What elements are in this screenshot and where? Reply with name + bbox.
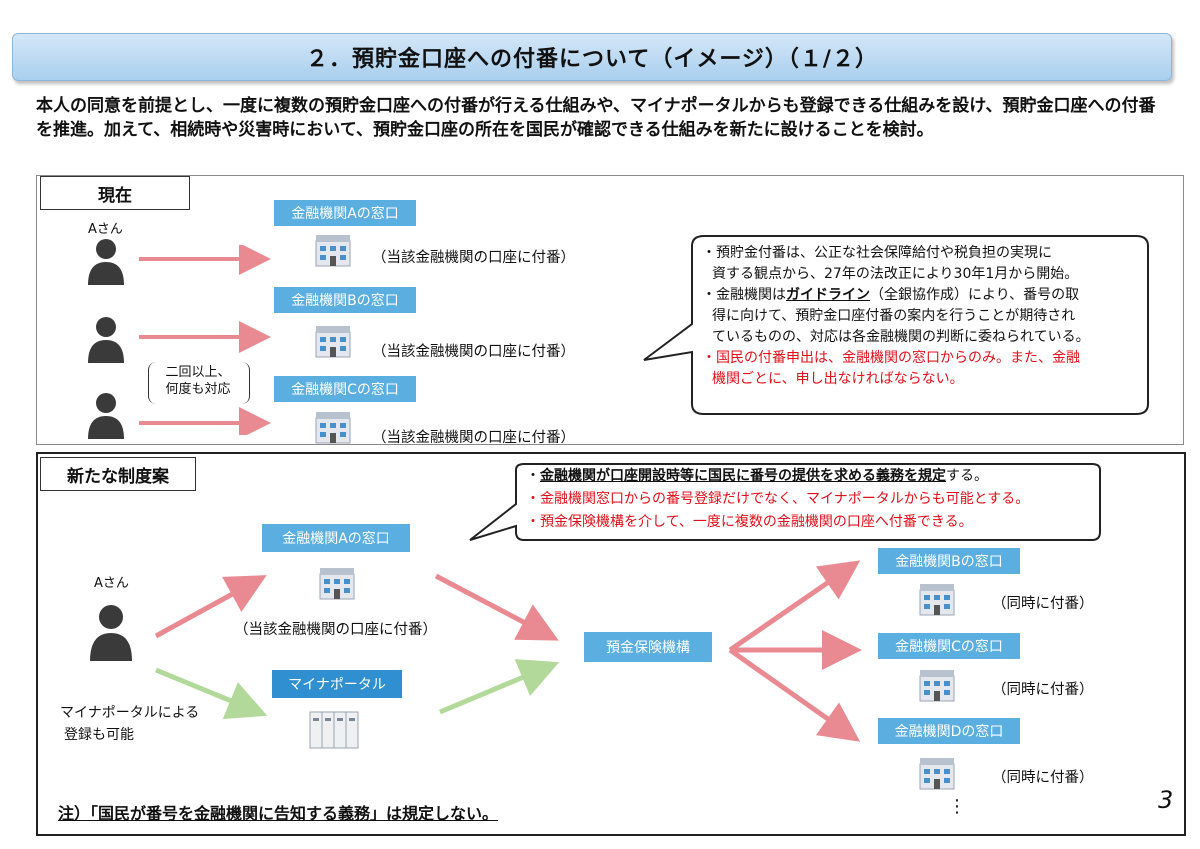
new-bank-a-label: 金融機関Aの窓口 [262, 524, 410, 552]
building-icon [315, 412, 351, 444]
current-arrows [139, 245, 271, 435]
bubble-line-alert: ・国民の付番申出は、金融機関の窓口からのみ。また、金融 [702, 350, 1080, 366]
portal-note-line1: マイナポータルによる [60, 705, 200, 721]
new-plan-arrows [154, 560, 862, 742]
person-a-label: Aさん [94, 576, 129, 591]
building-icon [315, 326, 351, 358]
building-icon [919, 584, 955, 616]
bubble-line: 資する観点から、27年の法改正により30年1月から開始。 [712, 266, 1079, 282]
bubble-text: ・ [526, 468, 540, 484]
arrow-dic-to-bank-b [728, 560, 861, 653]
new-plan-tab: 新たな制度案 [40, 457, 196, 491]
current-tab: 現在 [40, 176, 190, 210]
new-bank-a-note: （当該金融機関の口座に付番） [234, 622, 437, 638]
current-bank-c-label: 金融機関Cの窓口 [274, 376, 416, 402]
bubble-line-alert: 機関ごとに、申し出なければならない。 [712, 371, 964, 387]
bubble-line-alert: ・預金保険機構を介して、一度に複数の金融機関の口座へ付番できる。 [526, 514, 973, 530]
building-icon [315, 235, 351, 267]
page-title: ２．預貯金口座への付番について（イメージ）（１/２） [12, 33, 1172, 81]
dic-label: 預金保険機構 [584, 632, 712, 662]
repeat-note-bracket [148, 362, 250, 404]
building-icon [919, 758, 955, 790]
person-icon [88, 393, 124, 439]
bubble-line-alert: ・金融機関窓口からの番号登録だけでなく、マイナポータルからも可能とする。 [526, 491, 1030, 507]
current-panel [36, 175, 1184, 445]
new-bank-d-label: 金融機関Dの窓口 [878, 718, 1020, 744]
new-bank-c-note: （同時に付番） [992, 682, 1094, 698]
current-bank-a-note: （当該金融機関の口座に付番） [372, 250, 575, 266]
portal-label: マイナポータル [272, 670, 402, 698]
bubble-text: （全銀協作成）により、番号の取 [870, 287, 1080, 303]
bubble-text: ・金融機関は [702, 287, 786, 303]
new-bank-c-label: 金融機関Cの窓口 [878, 633, 1020, 659]
building-icon [919, 670, 955, 702]
current-bank-c-note: （当該金融機関の口座に付番） [372, 430, 575, 446]
building-icon [319, 568, 355, 600]
guideline-emphasis: ガイドライン [786, 287, 870, 303]
obligation-emphasis: 金融機関が口座開設時等に国民に番号の提供を求める義務を規定 [540, 468, 946, 484]
person-icon [88, 239, 124, 285]
new-plan-panel [36, 452, 1186, 836]
bubble-line: ・預貯金付番は、公正な社会保障給付や税負担の実現に [702, 245, 1052, 261]
final-note: 注）「国民が番号を金融機関に告知する義務」は規定しない。 [58, 804, 499, 823]
arrow-portal-to-dic [439, 659, 560, 715]
arrow-to-portal [155, 667, 268, 720]
portal-note: マイナポータルによる 登録も可能 [60, 702, 199, 746]
current-bubble-frame [643, 235, 1149, 415]
new-bank-b-note: （同時に付番） [992, 596, 1094, 612]
portal-note-line2: 登録も可能 [64, 727, 134, 743]
person-icon [90, 605, 132, 661]
current-bubble: ・預貯金付番は、公正な社会保障給付や税負担の実現に 資する観点から、27年の法改… [702, 243, 1142, 390]
new-bubble: ・金融機関が口座開設時等に国民に番号の提供を求める義務を規定する。 ・金融機関窓… [526, 465, 1106, 534]
repeat-note-line2: 何度も対応 [165, 382, 231, 397]
arrow-dic-to-bank-d [728, 647, 861, 742]
new-bank-d-note: （同時に付番） [992, 770, 1094, 786]
page-number: 3 [1158, 786, 1174, 814]
new-bubble-frame [469, 463, 1101, 541]
repeat-note-line1: 二回以上、 [165, 365, 231, 380]
current-bank-b-note: （当該金融機関の口座に付番） [372, 344, 575, 360]
person-icon [88, 317, 124, 363]
repeat-note: 二回以上、 何度も対応 [150, 364, 246, 398]
intro-text: 本人の同意を前提とし、一度に複数の預貯金口座への付番が行える仕組みや、マイナポー… [36, 96, 1156, 140]
current-bank-b-label: 金融機関Bの窓口 [274, 287, 416, 313]
new-bank-b-label: 金融機関Bの窓口 [878, 548, 1020, 574]
bubble-line: ・金融機関はガイドライン（全銀協作成）により、番号の取 [702, 285, 1142, 306]
current-bank-a-label: 金融機関Aの窓口 [274, 200, 416, 226]
bubble-text: する。 [946, 468, 988, 484]
server-icon [309, 711, 359, 749]
bubble-line: 得に向けて、預貯金口座付番の案内を行うことが期待され [712, 308, 1076, 324]
person-a-label: Aさん [88, 222, 123, 237]
arrow-to-bank-a [154, 575, 267, 639]
more-banks-ellipsis: ⋮ [948, 796, 966, 817]
bubble-line: ・金融機関が口座開設時等に国民に番号の提供を求める義務を規定する。 [526, 465, 1106, 488]
bubble-line: ているものの、対応は各金融機関の判断に委ねられている。 [712, 329, 1090, 345]
arrow-bank-a-to-dic [434, 573, 559, 641]
